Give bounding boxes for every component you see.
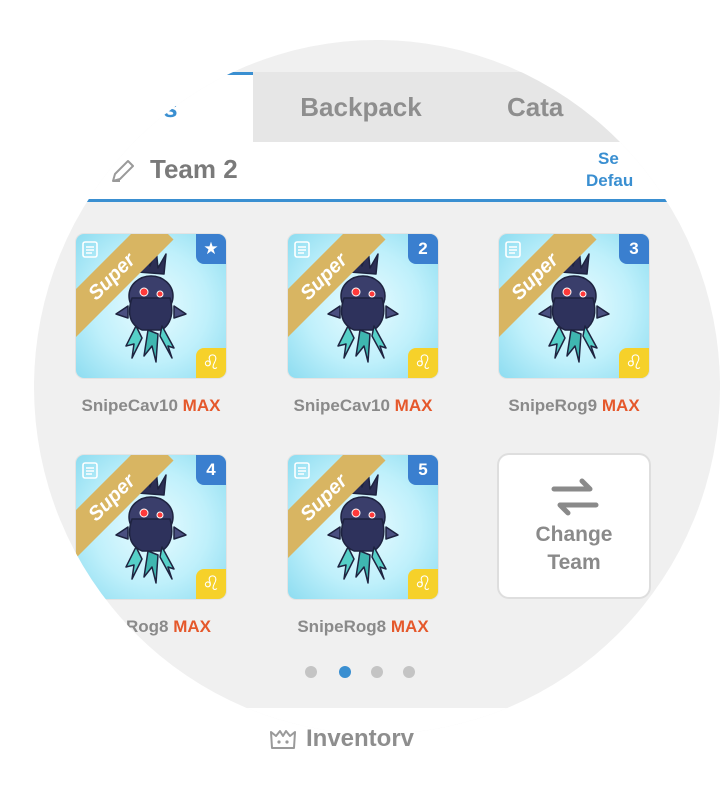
max-level: MAX bbox=[390, 617, 429, 636]
max-level: MAX bbox=[394, 396, 433, 415]
leo-sign-icon: ♌ bbox=[408, 569, 438, 599]
change-team-label: Change Team bbox=[499, 521, 649, 577]
team-slot-badge: 4 bbox=[196, 455, 226, 485]
set-default-line2: Defau bbox=[586, 171, 634, 190]
change-team-line2: Team bbox=[547, 551, 601, 574]
notes-icon bbox=[82, 462, 98, 479]
team-slot-badge: 3 bbox=[619, 234, 649, 264]
monster-card-image[interactable]: Super 4 ♌ bbox=[76, 455, 226, 599]
page-dot-active[interactable] bbox=[339, 666, 351, 678]
leo-sign-icon: ♌ bbox=[619, 348, 649, 378]
notes-icon bbox=[294, 462, 310, 479]
tab-monsters-label: sters bbox=[115, 93, 178, 123]
change-team-button[interactable]: Change Team bbox=[499, 455, 649, 597]
team-slot-badge: 5 bbox=[408, 455, 438, 485]
set-default-button[interactable]: Se Defau bbox=[586, 148, 666, 192]
max-level: MAX bbox=[601, 396, 640, 415]
monster-card-image[interactable]: Super ★ ♌ bbox=[76, 234, 226, 378]
monster-name: nipeRog8 bbox=[91, 617, 169, 636]
tab-catalog[interactable]: Cata bbox=[469, 72, 709, 142]
team-bar: Team 2 Se Defau bbox=[34, 142, 720, 202]
monster-card-image[interactable]: Super 2 ♌ bbox=[288, 234, 438, 378]
pencil-icon[interactable] bbox=[108, 156, 138, 186]
tab-monsters[interactable]: sters bbox=[40, 72, 253, 142]
team-icon[interactable] bbox=[68, 158, 94, 184]
set-default-line1: Se bbox=[598, 149, 619, 168]
monster-card-image[interactable]: Super 3 ♌ bbox=[499, 234, 649, 378]
monster-name-label: nipeRog8 MAX bbox=[56, 617, 246, 637]
monster-name-label: SnipeRog9 MAX bbox=[479, 396, 669, 416]
monster-name-label: SnipeCav10 MAX bbox=[56, 396, 246, 416]
tab-backpack-label: Backpack bbox=[300, 92, 422, 122]
circular-viewport: sters Backpack Cata Team 2 Se Defau bbox=[34, 40, 720, 734]
max-level: MAX bbox=[182, 396, 221, 415]
swap-arrows-icon bbox=[551, 478, 599, 516]
inventory-label: Inventorv bbox=[306, 725, 415, 752]
page-dot[interactable] bbox=[371, 666, 383, 678]
notes-icon bbox=[505, 241, 521, 258]
leo-sign-icon: ♌ bbox=[196, 348, 226, 378]
leo-sign-icon: ♌ bbox=[408, 348, 438, 378]
tab-backpack[interactable]: Backpack bbox=[253, 72, 470, 142]
footer-bar bbox=[34, 708, 720, 734]
notes-icon bbox=[294, 241, 310, 258]
monster-name: SnipeCav10 bbox=[81, 396, 178, 415]
page-dot[interactable] bbox=[305, 666, 317, 678]
monster-name: SnipeCav10 bbox=[293, 396, 390, 415]
monster-name: SnipeRog8 bbox=[297, 617, 387, 636]
change-team-line1: Change bbox=[535, 523, 613, 546]
monster-name-label: SnipeRog8 MAX bbox=[268, 617, 458, 637]
max-level: MAX bbox=[173, 617, 211, 636]
notes-icon bbox=[82, 241, 98, 258]
monster-card-image[interactable]: Super 5 ♌ bbox=[288, 455, 438, 599]
team-slot-badge: 2 bbox=[408, 234, 438, 264]
monster-name: SnipeRog9 bbox=[508, 396, 598, 415]
tab-catalog-label: Cata bbox=[507, 92, 564, 122]
monster-portrait bbox=[538, 245, 610, 363]
monster-face-icon bbox=[270, 730, 296, 749]
page-dot[interactable] bbox=[403, 666, 415, 678]
team-name: Team 2 bbox=[150, 154, 238, 184]
star-icon: ★ bbox=[196, 234, 226, 264]
monster-name-label: SnipeCav10 MAX bbox=[268, 396, 458, 416]
tab-bar: sters Backpack Cata bbox=[34, 72, 720, 142]
leo-sign-icon: ♌ bbox=[196, 569, 226, 599]
